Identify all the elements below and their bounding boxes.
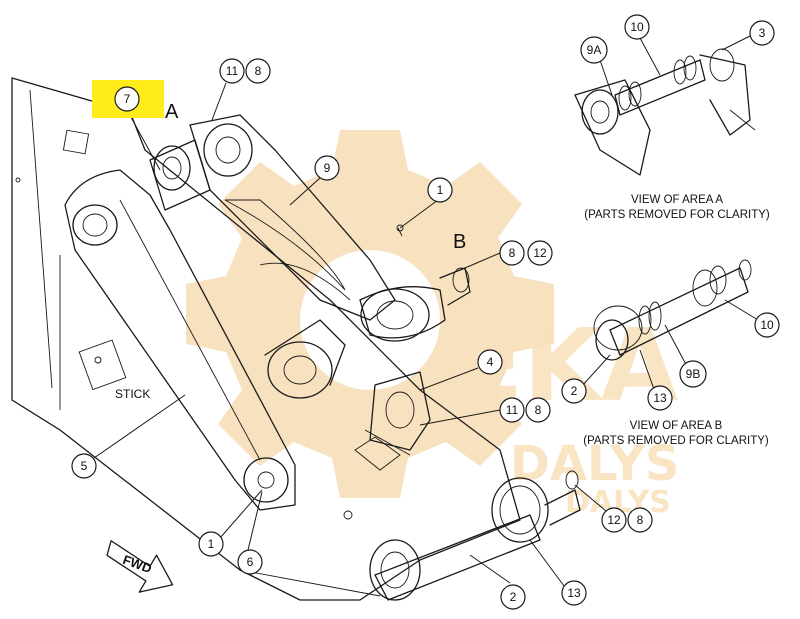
svg-text:9A: 9A: [587, 43, 602, 57]
bottom-pin: [369, 470, 581, 601]
callout-8-bot[interactable]: 8: [627, 507, 653, 533]
callout-3[interactable]: 3: [749, 20, 775, 46]
area-a-label: A: [165, 101, 179, 123]
fwd-label: FWD: [121, 552, 154, 576]
svg-text:5: 5: [81, 459, 88, 473]
svg-text:9B: 9B: [686, 367, 701, 381]
callout-11-mid[interactable]: 11: [499, 397, 525, 423]
callout-4[interactable]: 4: [477, 349, 503, 375]
svg-text:6: 6: [247, 555, 254, 569]
svg-text:8: 8: [255, 64, 262, 78]
svg-text:13: 13: [567, 586, 581, 600]
svg-text:10: 10: [760, 318, 774, 332]
bracket-4: [364, 371, 431, 456]
area-b-label: B: [453, 231, 466, 253]
view-a-title: VIEW OF AREA A: [631, 194, 723, 206]
detail-view-b: [593, 259, 752, 361]
callout-10-a[interactable]: 10: [624, 14, 650, 40]
callout-2-bot[interactable]: 2: [500, 584, 526, 610]
callout-1-top[interactable]: 1: [427, 177, 453, 203]
svg-text:8: 8: [535, 403, 542, 417]
callout-8-mid[interactable]: 8: [525, 397, 551, 423]
callout-9a[interactable]: 9A: [580, 36, 608, 64]
callout-13-b[interactable]: 13: [647, 385, 673, 411]
callout-13-bot[interactable]: 13: [561, 580, 587, 606]
svg-text:10: 10: [630, 20, 644, 34]
fwd-arrow: FWD: [106, 540, 174, 593]
callout-11-top[interactable]: 11: [219, 58, 245, 84]
svg-text:2: 2: [510, 590, 517, 604]
callout-6[interactable]: 6: [237, 549, 263, 575]
svg-text:3: 3: [759, 26, 766, 40]
stick-body: [11, 77, 521, 601]
svg-text:8: 8: [637, 513, 644, 527]
svg-text:13: 13: [653, 391, 667, 405]
view-b-title: VIEW OF AREA B: [630, 420, 723, 432]
svg-text:1: 1: [437, 183, 444, 197]
callout-7[interactable]: 7: [114, 86, 140, 112]
view-a-subtitle: (PARTS REMOVED FOR CLARITY): [584, 209, 770, 221]
callout-2-b[interactable]: 2: [561, 378, 587, 404]
callout-8-top[interactable]: 8: [245, 58, 271, 84]
svg-text:12: 12: [533, 246, 547, 260]
svg-text:2: 2: [571, 384, 578, 398]
center-pin-b: [264, 224, 471, 399]
callout-10-b[interactable]: 10: [754, 312, 780, 338]
stick-label: STICK: [115, 387, 150, 401]
callout-9b[interactable]: 9B: [679, 360, 707, 388]
callout-8-b[interactable]: 8: [499, 240, 525, 266]
svg-text:11: 11: [506, 403, 519, 417]
detail-view-a: [574, 48, 756, 176]
callout-9[interactable]: 9: [314, 155, 340, 181]
svg-text:7: 7: [124, 92, 131, 106]
callout-1-bot[interactable]: 1: [198, 531, 224, 557]
svg-text:1: 1: [208, 537, 215, 551]
linkage-rod: [64, 169, 296, 511]
svg-text:4: 4: [487, 355, 494, 369]
svg-text:11: 11: [226, 64, 239, 78]
callout-12-bot[interactable]: 12: [601, 507, 627, 533]
link-9: [189, 114, 396, 321]
svg-text:8: 8: [509, 246, 516, 260]
callout-5[interactable]: 5: [71, 453, 97, 479]
svg-text:9: 9: [324, 161, 331, 175]
top-pin: [149, 139, 211, 211]
callout-12-b[interactable]: 12: [527, 240, 553, 266]
view-b-subtitle: (PARTS REMOVED FOR CLARITY): [583, 435, 769, 447]
svg-text:12: 12: [607, 513, 621, 527]
watermark-text-2: DALYS: [510, 436, 679, 492]
